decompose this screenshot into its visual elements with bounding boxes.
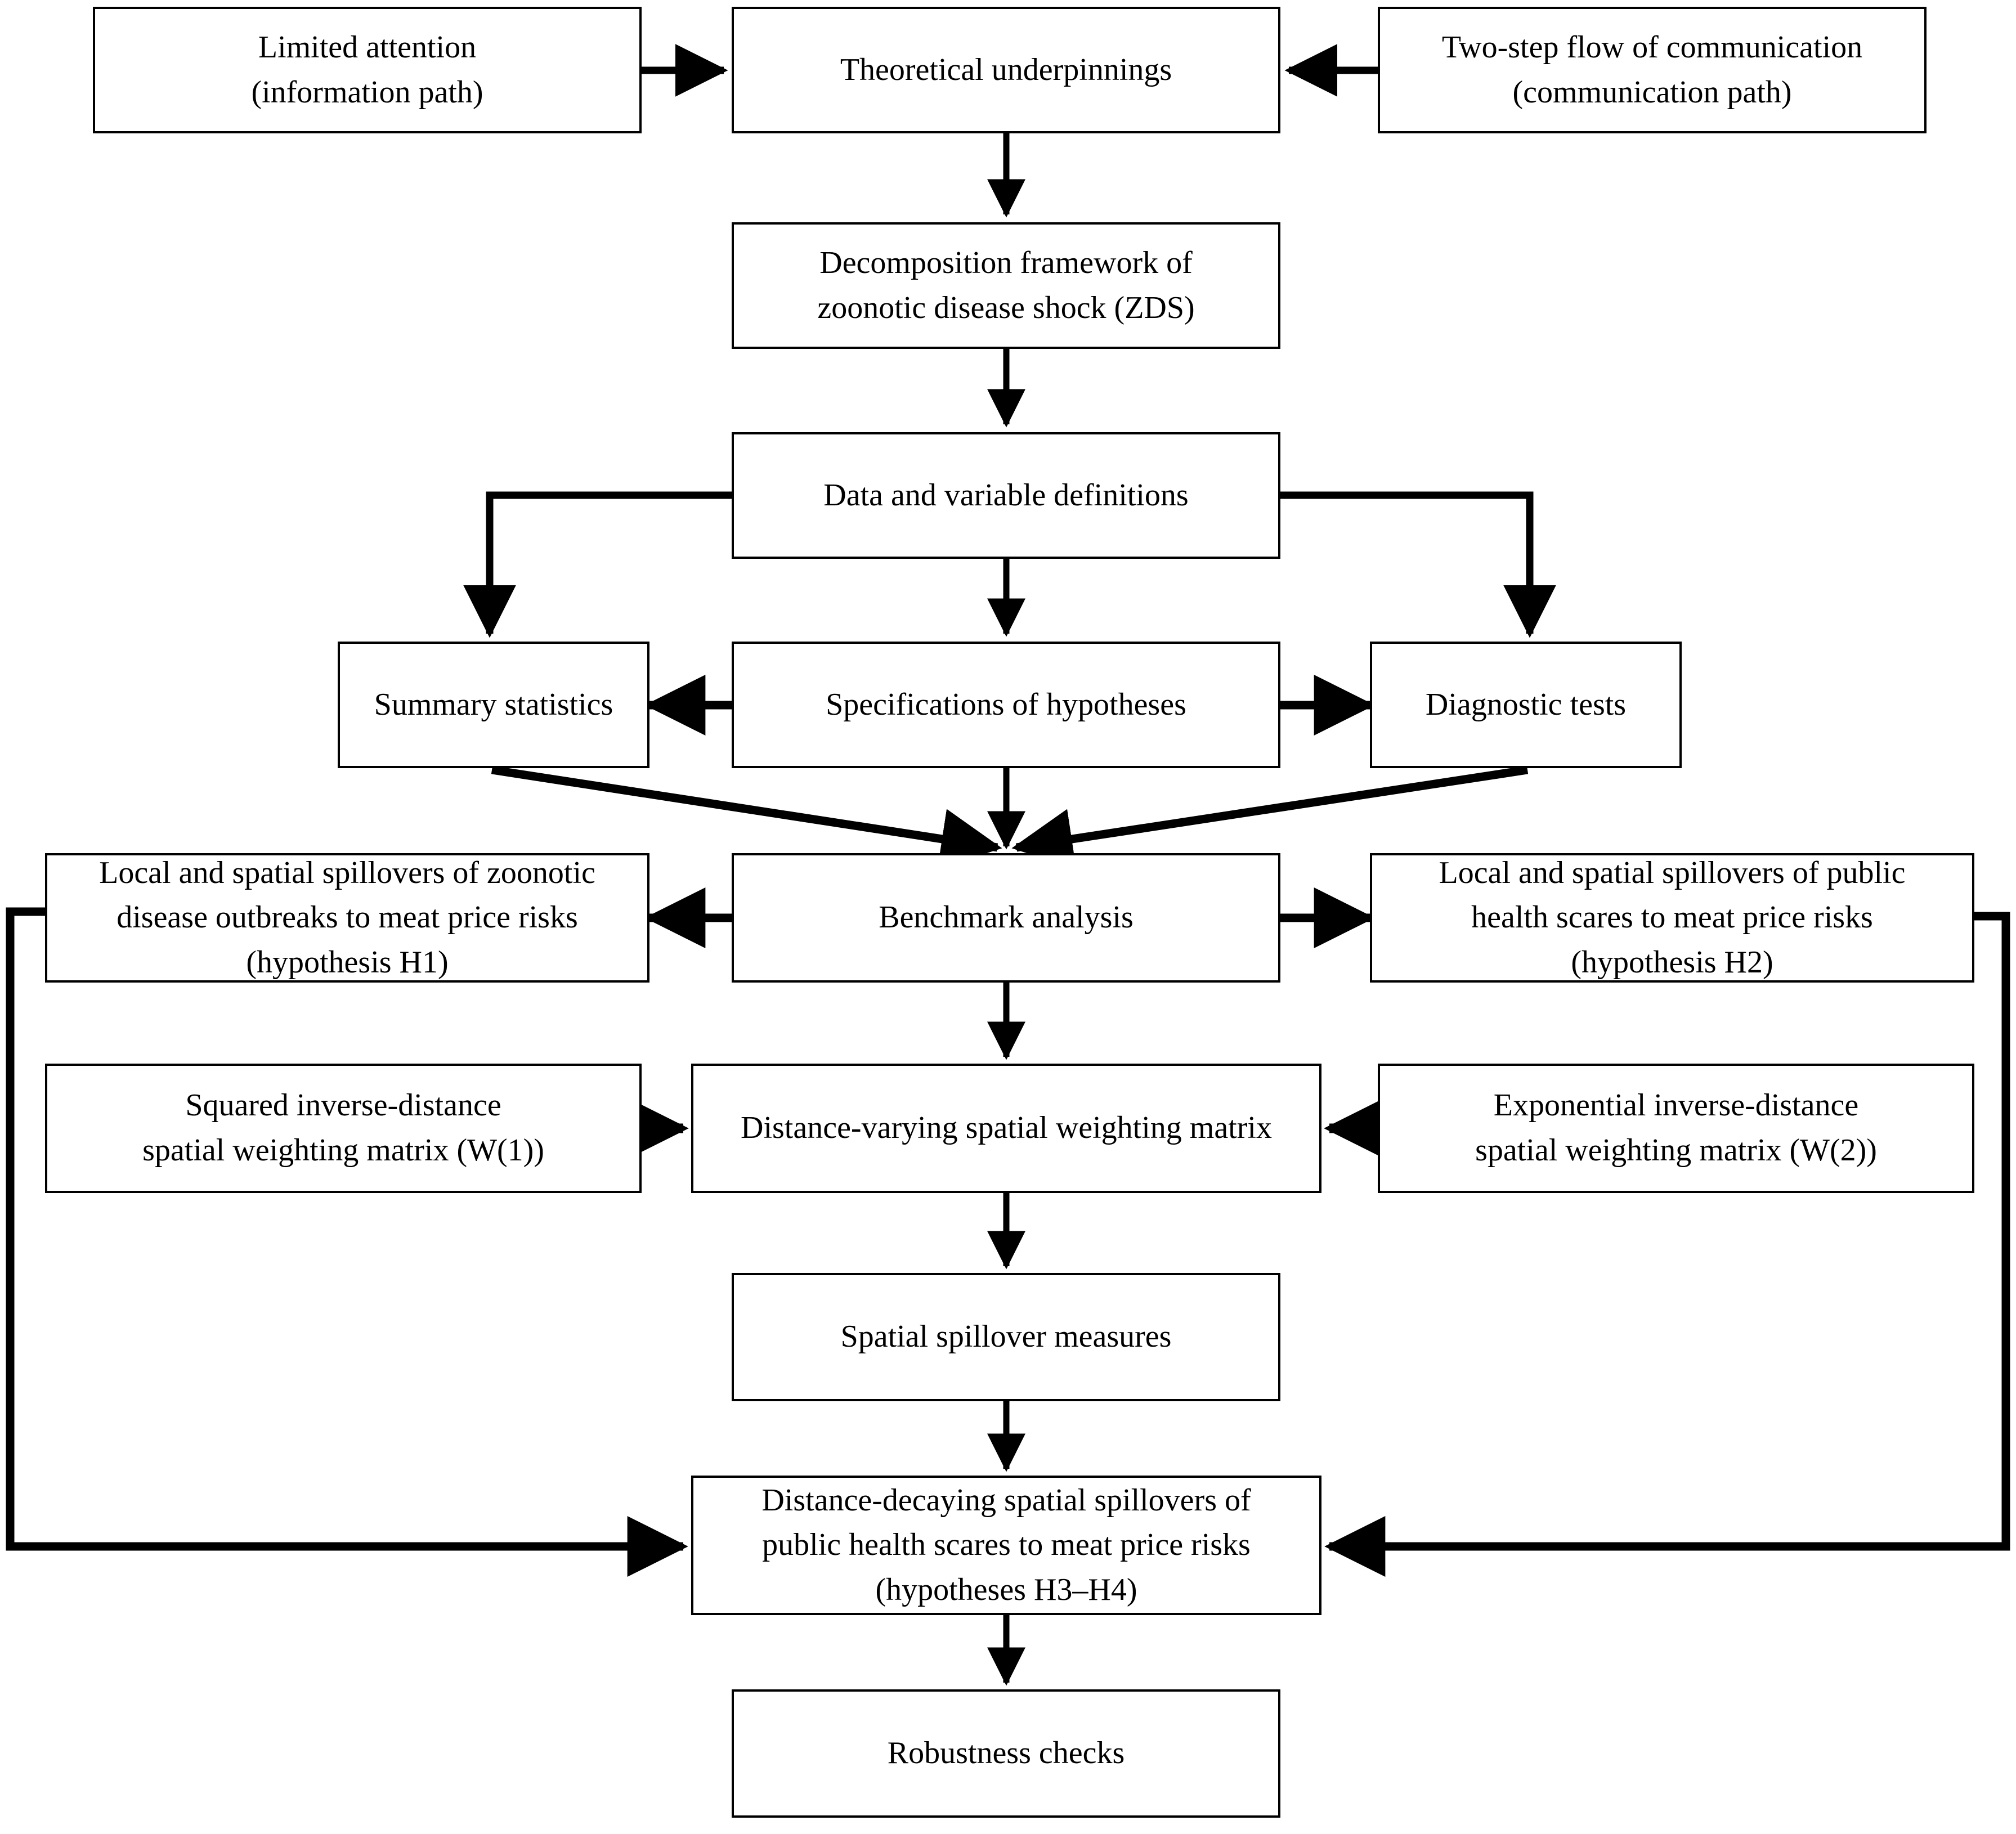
node-label: Distance-decaying spatial spillovers of …	[761, 1482, 1251, 1607]
node-label: Decomposition framework of zoonotic dise…	[817, 245, 1195, 325]
node-limited-attention[interactable]: Limited attention (information path)	[93, 7, 642, 133]
edge-diagnostic-to-benchmark	[1011, 765, 1529, 869]
node-distance-varying-matrix[interactable]: Distance-varying spatial weighting matri…	[691, 1064, 1321, 1193]
node-label: Exponential inverse-distance spatial wei…	[1475, 1088, 1877, 1168]
node-specifications-of-hypotheses[interactable]: Specifications of hypotheses	[732, 642, 1280, 768]
node-data-and-variable-definitions[interactable]: Data and variable definitions	[732, 432, 1280, 559]
node-label: Data and variable definitions	[823, 477, 1189, 513]
node-diagnostic-tests[interactable]: Diagnostic tests	[1370, 642, 1682, 768]
edge-h1-feedback-to-h3h4	[6, 907, 688, 1577]
node-spatial-spillover-measures[interactable]: Spatial spillover measures	[732, 1273, 1280, 1401]
node-summary-statistics[interactable]: Summary statistics	[338, 642, 649, 768]
node-label: Benchmark analysis	[879, 900, 1134, 935]
node-exponential-inverse-distance-matrix[interactable]: Exponential inverse-distance spatial wei…	[1378, 1064, 1974, 1193]
node-spillovers-hypotheses-h3-h4[interactable]: Distance-decaying spatial spillovers of …	[691, 1476, 1321, 1615]
node-label: Distance-varying spatial weighting matri…	[741, 1110, 1272, 1146]
node-spillovers-hypothesis-h2[interactable]: Local and spatial spillovers of public h…	[1370, 853, 1974, 983]
node-label: Robustness checks	[887, 1736, 1125, 1771]
node-label: Limited attention (information path)	[251, 29, 483, 110]
node-decomposition-framework[interactable]: Decomposition framework of zoonotic dise…	[732, 222, 1280, 349]
node-label: Summary statistics	[374, 687, 613, 722]
node-label: Theoretical underpinnings	[840, 52, 1172, 87]
node-label: Spatial spillover measures	[840, 1319, 1172, 1355]
node-label: Squared inverse-distance spatial weighti…	[142, 1088, 544, 1168]
node-two-step-flow[interactable]: Two-step flow of communication (communic…	[1378, 7, 1927, 133]
edge-h2-feedback-to-h3h4	[1324, 912, 2010, 1577]
node-squared-inverse-distance-matrix[interactable]: Squared inverse-distance spatial weighti…	[45, 1064, 642, 1193]
edge-summary-to-benchmark	[491, 765, 1002, 869]
node-theoretical-underpinnings[interactable]: Theoretical underpinnings	[732, 7, 1280, 133]
node-label: Specifications of hypotheses	[826, 687, 1186, 722]
node-label: Local and spatial spillovers of zoonotic…	[99, 855, 595, 980]
node-label: Diagnostic tests	[1425, 687, 1627, 722]
node-spillovers-hypothesis-h1[interactable]: Local and spatial spillovers of zoonotic…	[45, 853, 649, 983]
edge-data-to-summary	[463, 491, 732, 638]
node-label: Two-step flow of communication (communic…	[1441, 29, 1863, 110]
node-benchmark-analysis[interactable]: Benchmark analysis	[732, 853, 1280, 983]
node-label: Local and spatial spillovers of public h…	[1439, 855, 1906, 980]
edge-data-to-diagnostic	[1280, 491, 1556, 638]
node-robustness-checks[interactable]: Robustness checks	[732, 1689, 1280, 1818]
